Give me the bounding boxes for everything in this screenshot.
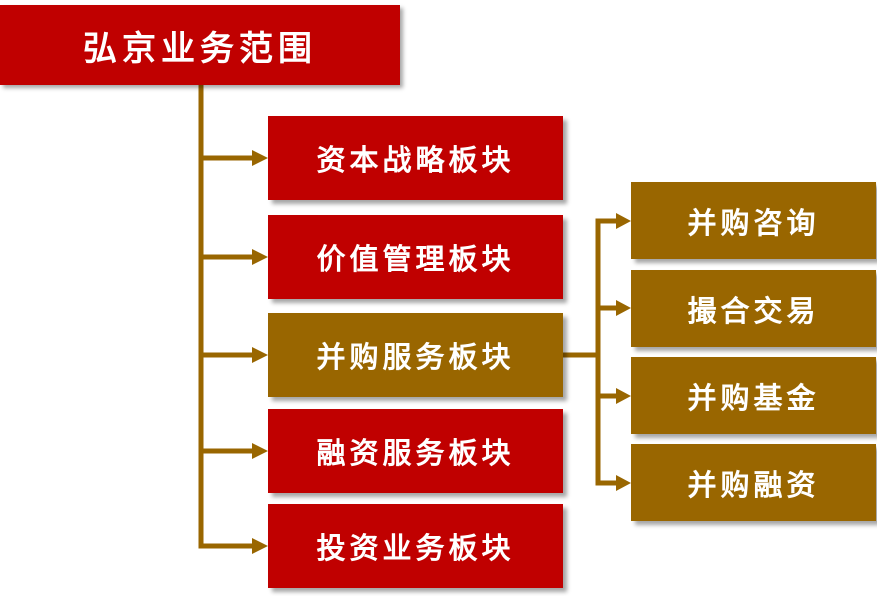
arrow-head	[252, 443, 268, 459]
arrow-head	[252, 150, 268, 166]
arrow-head	[252, 249, 268, 265]
arrow-head	[616, 300, 631, 316]
sub-node-ma-fund: 并购基金	[631, 357, 876, 434]
section-label: 投资业务板块	[316, 531, 515, 565]
section-node-investment-business: 投资业务板块	[268, 504, 563, 588]
arrow-head	[616, 475, 631, 491]
section-node-value-management: 价值管理板块	[268, 215, 563, 299]
sub-label: 并购基金	[687, 380, 820, 415]
arrow-head	[616, 213, 631, 229]
section-node-capital-strategy: 资本战略板块	[268, 116, 563, 200]
sub-label: 并购咨询	[687, 205, 820, 240]
root-label: 弘京业务范围	[83, 28, 317, 69]
sub-node-ma-consulting: 并购咨询	[631, 182, 876, 259]
sub-label: 并购融资	[687, 467, 820, 502]
section-node-ma-services: 并购服务板块	[268, 313, 563, 397]
section-label: 资本战略板块	[316, 143, 515, 177]
arrow-head	[252, 538, 268, 554]
section-label: 价值管理板块	[316, 242, 515, 276]
root-node: 弘京业务范围	[0, 5, 400, 85]
sub-label: 撮合交易	[687, 293, 820, 328]
arrow-head	[616, 388, 631, 404]
arrow-head	[252, 347, 268, 363]
sub-node-ma-financing: 并购融资	[631, 444, 876, 521]
section-label: 融资服务板块	[316, 436, 515, 470]
section-label: 并购服务板块	[316, 340, 515, 374]
section-node-financing-services: 融资服务板块	[268, 409, 563, 493]
sub-node-deal-matching: 撮合交易	[631, 270, 876, 347]
